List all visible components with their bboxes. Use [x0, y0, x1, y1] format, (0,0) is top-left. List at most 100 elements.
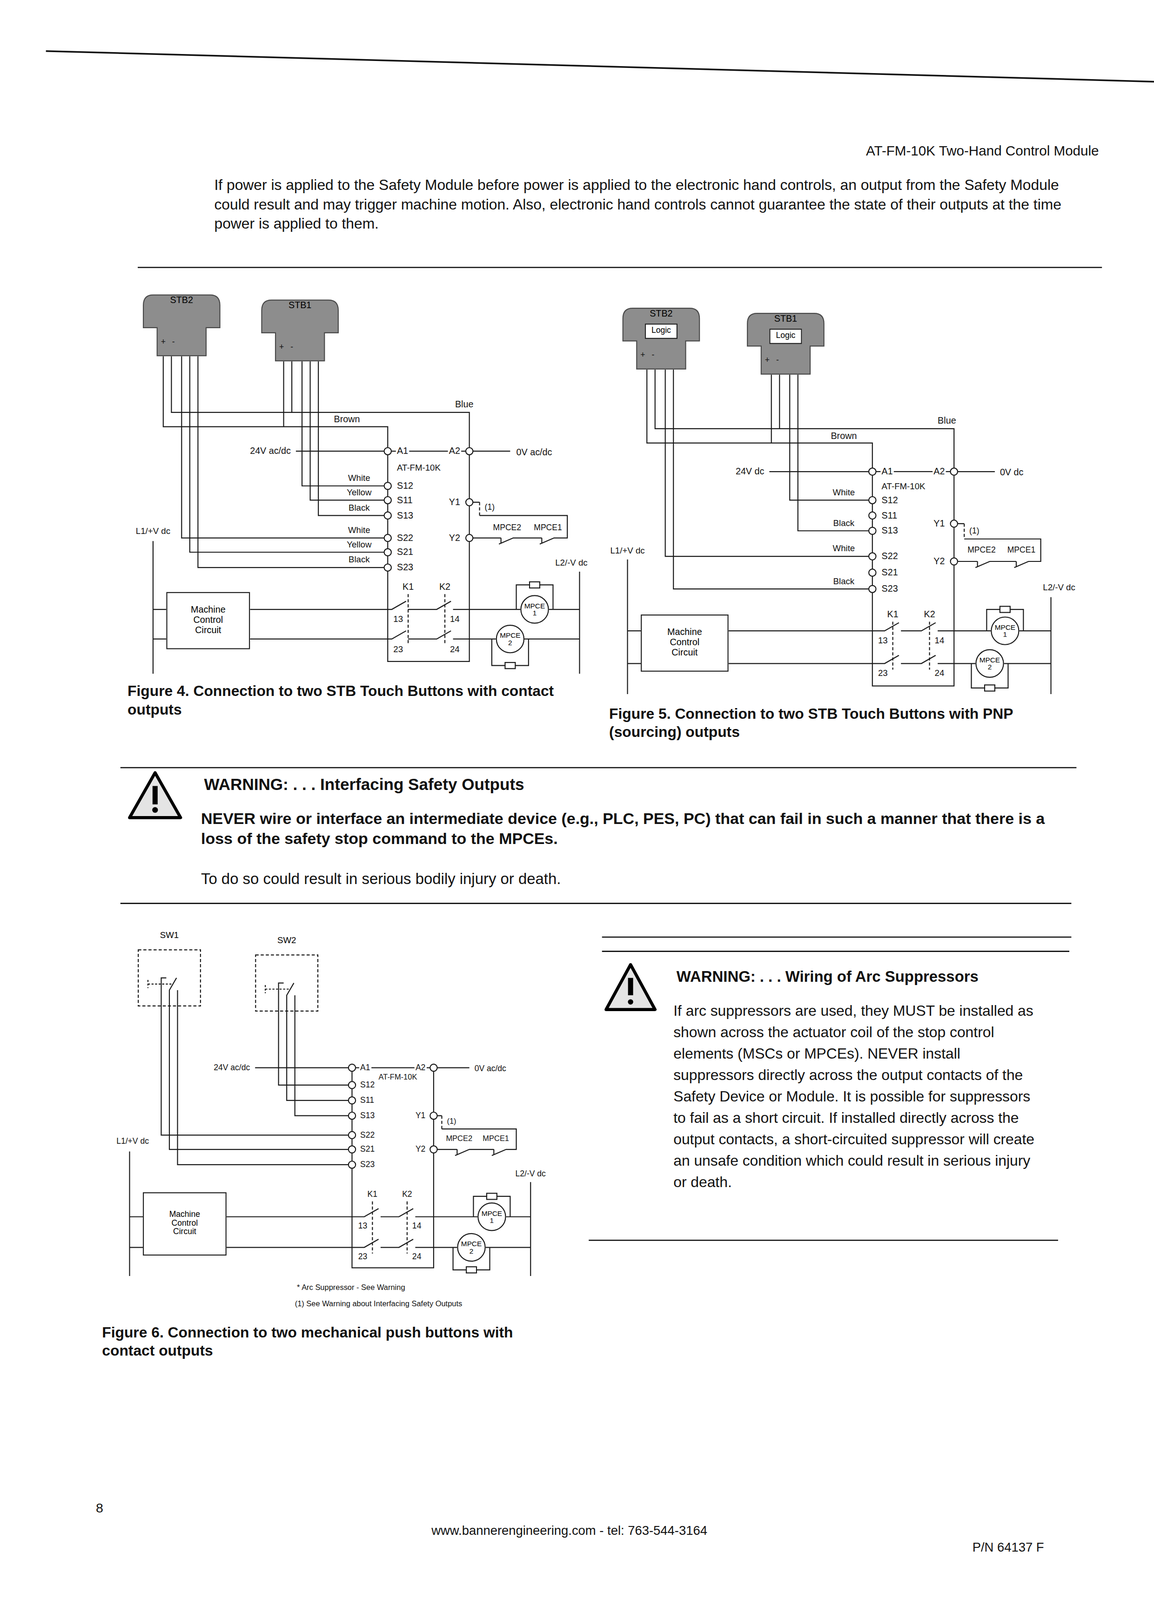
mechanical-link: [892, 523, 965, 670]
module-name: AT-FM-10K: [880, 481, 926, 492]
terminal-label: Y1: [932, 518, 947, 530]
supply-label: 24V ac/dc: [212, 1062, 251, 1073]
warning-mark: [152, 806, 158, 813]
supply-label: L1/+V dc: [134, 526, 172, 537]
mechanical-link: [408, 502, 480, 645]
terminal: [868, 496, 876, 504]
terminal-label: A1: [880, 466, 894, 477]
supply-label: 24V dc: [734, 466, 766, 477]
coil-label: MPCE 1: [993, 623, 1017, 638]
coil-circle-outline: [477, 1202, 506, 1230]
terminal: [384, 447, 392, 455]
box-label: Machine Control Circuit: [160, 1209, 209, 1237]
coil-circle-outline: [520, 595, 549, 623]
module-name: AT-FM-10K: [377, 1073, 418, 1082]
warning-heading: WARNING: . . . Wiring of Arc Suppressors: [676, 967, 1075, 986]
arc-suppressor: [999, 605, 1011, 612]
supply-label: 0V ac/dc: [473, 1063, 508, 1074]
warning-mark: [627, 998, 633, 1004]
terminal-label: A1: [395, 445, 410, 457]
coil-circle-outline: [991, 617, 1019, 645]
note-ref: (1): [445, 1116, 457, 1126]
polarity-mark: -: [651, 350, 655, 360]
contact-number: 24: [933, 668, 946, 679]
switch-name: SW1: [137, 930, 202, 940]
terminal: [868, 467, 876, 475]
terminal-label: S23: [395, 562, 415, 573]
terminal-label: S21: [395, 546, 415, 558]
polarity-mark: -: [776, 355, 779, 365]
push-button-switch: SW2: [254, 935, 319, 1012]
warning-mark: [152, 785, 158, 804]
coil-label: MPCE 2: [978, 656, 1001, 671]
wire-color: Black: [831, 576, 856, 587]
contact-label: MPCE2: [966, 545, 997, 555]
terminal: [465, 498, 473, 506]
logic-box: Logic: [769, 328, 802, 344]
terminal-label: S23: [880, 583, 900, 595]
contact-number: 23: [877, 668, 889, 679]
polarity-mark: +: [640, 350, 645, 360]
terminal-label: Y1: [414, 1110, 427, 1121]
touch-button: STB1Logic: [746, 308, 825, 375]
note-ref: (1): [483, 502, 496, 512]
terminal-label: Y2: [932, 556, 947, 567]
arc-suppressor: [529, 581, 540, 588]
switch-plunger: [265, 984, 289, 993]
warning-icons: [129, 772, 655, 1010]
control-box: Machine Control Circuit: [640, 614, 729, 672]
contact-number: 13: [357, 1220, 369, 1230]
terminal: [348, 1096, 356, 1104]
section-rule: [588, 1239, 1059, 1241]
supply-label: L2/-V dc: [554, 558, 589, 569]
arc-suppressor: [466, 1266, 477, 1273]
terminal: [384, 534, 392, 542]
coil-circle: MPCE 1: [990, 616, 1020, 645]
supply-label: L2/-V dc: [1041, 582, 1077, 593]
wire: [627, 369, 1052, 694]
terminal: [384, 482, 392, 490]
terminal-label: Y2: [414, 1144, 427, 1154]
relay-label: K1: [401, 581, 416, 592]
supply-label: 24V ac/dc: [248, 445, 292, 457]
figure-caption: Figure 4. Connection to two STB Touch Bu…: [127, 681, 598, 719]
terminal: [429, 1063, 437, 1071]
contact-number: 23: [357, 1251, 369, 1261]
switch-name: SW2: [254, 935, 319, 946]
coil-label: MPCE 1: [523, 602, 546, 617]
supply-label: L1/+V dc: [115, 1135, 150, 1146]
figure-caption: Figure 5. Connection to two STB Touch Bu…: [609, 704, 1059, 741]
terminal-label: S21: [359, 1144, 376, 1154]
terminal: [384, 548, 392, 556]
warning-mark: [628, 977, 634, 995]
control-box: Machine Control Circuit: [142, 1191, 227, 1255]
contact-label: MPCE1: [481, 1134, 510, 1144]
terminals: [868, 467, 958, 593]
arc-suppressor: [486, 1192, 497, 1199]
intro-paragraph: If power is applied to the Safety Module…: [214, 175, 1082, 234]
note-ref: (1): [968, 525, 981, 536]
contact-number: 24: [411, 1251, 423, 1261]
coil-circle-outline: [975, 649, 1004, 678]
wire-color: Yellow: [345, 487, 373, 498]
terminal: [348, 1080, 356, 1088]
mechanical-link: [372, 1115, 442, 1254]
terminal-label: A2: [414, 1062, 427, 1073]
terminal: [384, 496, 392, 504]
wire: [129, 1006, 531, 1276]
relay-label: K2: [401, 1188, 414, 1199]
terminal: [429, 1145, 437, 1153]
arc-suppressor: [984, 684, 995, 691]
wire-color: White: [347, 525, 372, 536]
box-label: Machine Control Circuit: [657, 627, 712, 658]
coil-circle-outline: [457, 1233, 485, 1261]
switch-contacts: [278, 982, 296, 1012]
terminal-label: S11: [395, 494, 414, 506]
section-rule: [120, 766, 1077, 769]
logic-box: Logic: [644, 323, 678, 339]
button-name: STB2: [142, 290, 221, 307]
coil-label: MPCE 2: [460, 1239, 483, 1255]
section-rule: [137, 266, 1102, 269]
button-name: STB2: [622, 303, 701, 320]
